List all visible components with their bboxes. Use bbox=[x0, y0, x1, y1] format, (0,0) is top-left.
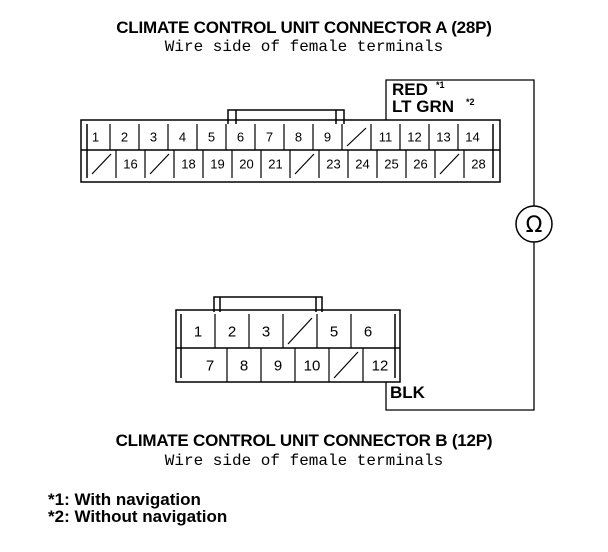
connector-a-terminal-6: 6 bbox=[237, 130, 244, 145]
connector-a-terminal-18: 18 bbox=[181, 157, 195, 172]
connector-a-terminal-8: 8 bbox=[295, 130, 302, 145]
connector-b-terminal-2: 2 bbox=[228, 323, 236, 340]
connector-a-terminal-25: 25 bbox=[384, 157, 398, 172]
connector-a-subtitle: Wire side of female terminals bbox=[164, 38, 444, 56]
connector-b-terminal-9: 9 bbox=[274, 357, 282, 374]
wire-color-lt-grn: LT GRN bbox=[392, 97, 454, 116]
connector-a-terminal-7: 7 bbox=[266, 130, 273, 145]
connector-a-terminal-28: 28 bbox=[471, 157, 485, 172]
ohm-symbol: Ω bbox=[526, 213, 543, 238]
ohmmeter-icon: Ω bbox=[515, 205, 553, 243]
connector-a-terminal-5: 5 bbox=[208, 130, 215, 145]
wire-color-blk: BLK bbox=[390, 383, 426, 402]
connector-a-terminal-4: 4 bbox=[179, 130, 186, 145]
connector-a-terminal-1: 1 bbox=[92, 130, 99, 145]
connector-a-terminal-9: 9 bbox=[324, 130, 331, 145]
connector-a-terminal-11: 11 bbox=[379, 130, 393, 145]
connector-b-terminal-8: 8 bbox=[240, 357, 248, 374]
connector-b-terminal-3: 3 bbox=[262, 323, 270, 340]
connector-a-terminal-14: 14 bbox=[465, 130, 479, 145]
connector-a-empty-cavity bbox=[294, 153, 315, 175]
connector-a-empty-cavity bbox=[91, 153, 112, 175]
connector-b-terminal-5: 5 bbox=[330, 323, 338, 340]
connector-a-empty-cavity bbox=[149, 153, 170, 175]
connector-a-title: CLIMATE CONTROL UNIT CONNECTOR A (28P) bbox=[116, 18, 492, 37]
connector-a-terminal-23: 23 bbox=[326, 157, 340, 172]
footnote-2: *2: Without navigation bbox=[48, 507, 228, 526]
connector-a-terminal-19: 19 bbox=[210, 157, 224, 172]
connector-b-terminal-10: 10 bbox=[304, 357, 321, 374]
connector-a-empty-cavity bbox=[346, 127, 367, 147]
connector-b-terminal-1: 1 bbox=[194, 323, 202, 340]
meter-leads bbox=[385, 79, 535, 411]
connector-b-empty-cavity bbox=[333, 351, 359, 379]
connector-a-terminal-26: 26 bbox=[413, 157, 427, 172]
connector-b-subtitle: Wire side of female terminals bbox=[164, 452, 444, 470]
connector-a-terminal-20: 20 bbox=[239, 157, 253, 172]
connector-b-terminal-6: 6 bbox=[364, 323, 372, 340]
wire-color-red: RED bbox=[392, 80, 428, 99]
wire-color-red-ref: *1 bbox=[436, 80, 445, 90]
connector-a-terminal-16: 16 bbox=[123, 157, 137, 172]
connector-b-terminal-7: 7 bbox=[206, 357, 214, 374]
connector-b-terminal-12: 12 bbox=[372, 357, 389, 374]
footnote-1: *1: With navigation bbox=[48, 490, 201, 509]
connector-b-empty-cavity bbox=[287, 317, 313, 345]
connector-a-terminal-24: 24 bbox=[355, 157, 369, 172]
connector-a-terminal-3: 3 bbox=[150, 130, 157, 145]
connector-a-terminal-2: 2 bbox=[121, 130, 128, 145]
connector-a-terminal-21: 21 bbox=[268, 157, 282, 172]
connector-a-terminal-13: 13 bbox=[436, 130, 450, 145]
wire-color-lt-grn-ref: *2 bbox=[466, 97, 475, 107]
connector-b-title: CLIMATE CONTROL UNIT CONNECTOR B (12P) bbox=[115, 431, 493, 450]
connector-a-empty-cavity bbox=[439, 153, 460, 175]
connector-a-terminal-12: 12 bbox=[407, 130, 421, 145]
